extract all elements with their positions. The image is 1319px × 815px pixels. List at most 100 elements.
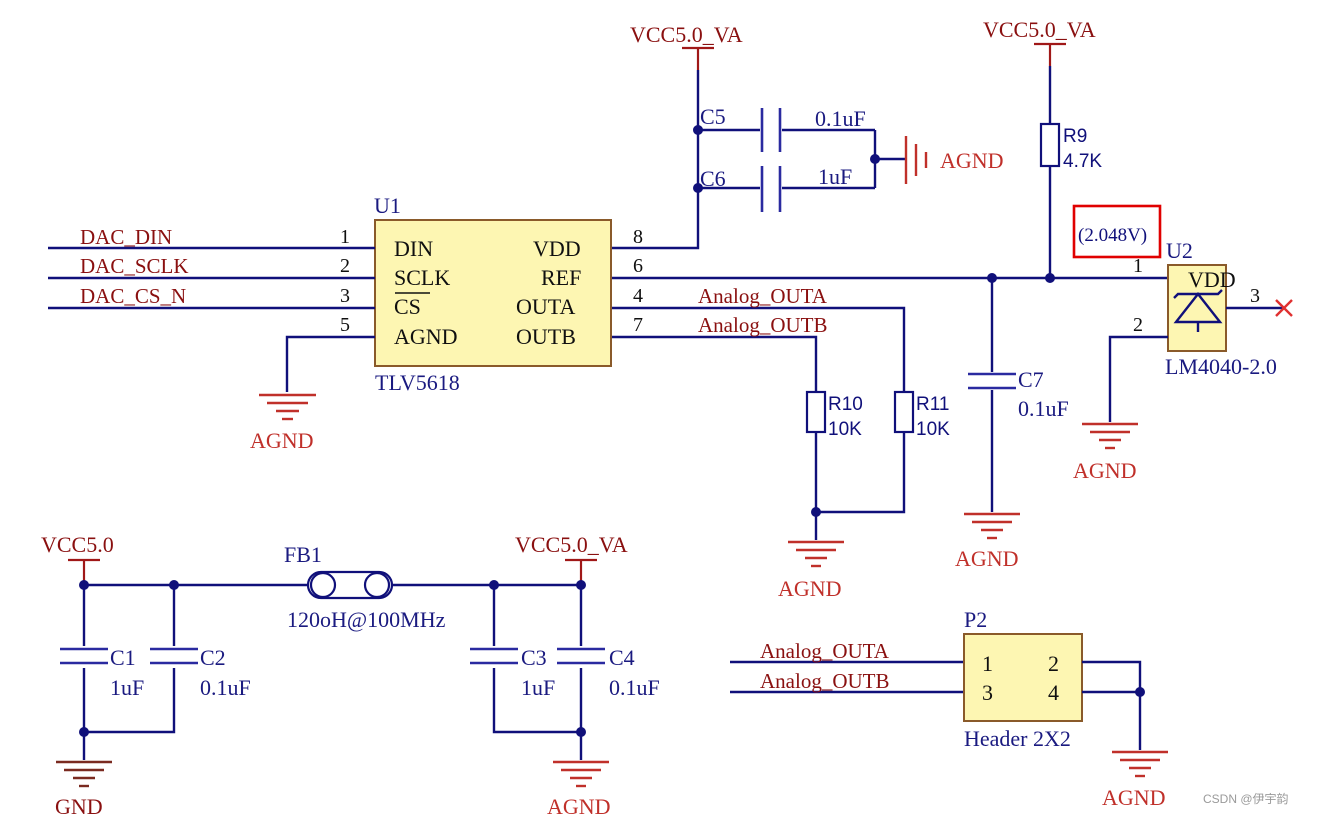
pin-num: 2 bbox=[340, 255, 350, 277]
net-label-analog-outb: Analog_OUTB bbox=[760, 669, 890, 693]
c1-ref: C1 bbox=[110, 645, 136, 670]
r10-ref: R10 bbox=[828, 394, 863, 415]
ferrite-bead-fb1: FB1 120oH@100MHz bbox=[284, 542, 446, 632]
ref-wire bbox=[612, 273, 1168, 283]
net-label-analog-outb: Analog_OUTB bbox=[698, 313, 828, 337]
c7-ref: C7 bbox=[1018, 367, 1044, 392]
c5-value: 0.1uF bbox=[815, 106, 866, 131]
pin-num: 3 bbox=[340, 285, 350, 307]
junction-dot bbox=[576, 580, 586, 590]
u2-pin-vdd: VDD bbox=[1188, 267, 1236, 292]
pin-name-din: DIN bbox=[394, 236, 433, 261]
net-label-agnd: AGND bbox=[1102, 785, 1166, 810]
net-label-gnd: GND bbox=[55, 794, 103, 815]
junction-dot bbox=[1135, 687, 1145, 697]
pin-name-agnd: AGND bbox=[394, 324, 458, 349]
pin-num: 6 bbox=[633, 255, 643, 277]
u1-ref: U1 bbox=[374, 193, 401, 218]
u2-voltage-label: (2.048V) bbox=[1078, 225, 1147, 246]
u2-part: LM4040-2.0 bbox=[1165, 354, 1277, 379]
c4-ref: C4 bbox=[609, 645, 635, 670]
resistor-r11: R11 10K bbox=[816, 390, 950, 514]
u1-part: TLV5618 bbox=[375, 370, 460, 395]
fb1-ref: FB1 bbox=[284, 542, 322, 567]
reference-voltage-annotation: (2.048V) bbox=[1072, 204, 1162, 259]
c2-ref: C2 bbox=[200, 645, 226, 670]
capacitor-c7: C7 0.1uF AGND bbox=[955, 278, 1069, 571]
r9-ref: R9 bbox=[1063, 126, 1087, 147]
capacitor-c2: C2 0.1uF bbox=[150, 645, 251, 700]
junction-dot bbox=[79, 727, 89, 737]
agnd-symbol-r10r11: AGND bbox=[778, 507, 844, 601]
pin-name-outb: OUTB bbox=[516, 324, 576, 349]
resistor-r9: R9 4.7K bbox=[1039, 66, 1102, 278]
u1-agnd-wire: AGND bbox=[250, 335, 375, 453]
pin-name-outa: OUTA bbox=[516, 294, 575, 319]
junction-dot bbox=[79, 580, 89, 590]
pin-num: 3 bbox=[982, 680, 993, 705]
capacitor-c3: C3 1uF bbox=[470, 645, 555, 700]
vcc5-va-symbol-r9: VCC5.0_VA bbox=[983, 17, 1096, 66]
pin-num: 1 bbox=[340, 226, 350, 248]
gnd-symbol: GND bbox=[55, 760, 112, 815]
vcc5-va-symbol-filter: VCC5.0_VA bbox=[515, 532, 628, 585]
vcc5-va-symbol-c5c6: VCC5.0_VA bbox=[630, 22, 743, 70]
capacitor-c1: C1 1uF bbox=[60, 645, 144, 700]
vdd-wires bbox=[612, 70, 906, 250]
r9-value: 4.7K bbox=[1063, 151, 1102, 172]
vcc5-symbol: VCC5.0 bbox=[41, 532, 114, 585]
net-label-vcc5-va: VCC5.0_VA bbox=[515, 532, 628, 557]
u2-ref: U2 bbox=[1166, 238, 1193, 263]
junction-dot bbox=[576, 727, 586, 737]
pin-name-sclk: SCLK bbox=[394, 265, 450, 290]
net-label-vcc5-va: VCC5.0_VA bbox=[630, 22, 743, 47]
resistor-r10: R10 10K bbox=[805, 390, 863, 512]
net-label-analog-outa: Analog_OUTA bbox=[760, 639, 890, 663]
fb1-value: 120oH@100MHz bbox=[287, 607, 446, 632]
pin-num: 7 bbox=[633, 314, 643, 336]
c4-value: 0.1uF bbox=[609, 675, 660, 700]
pin-num: 4 bbox=[633, 285, 643, 307]
net-label-dac-cs-n: DAC_CS_N bbox=[80, 284, 186, 308]
junction-dot bbox=[169, 580, 179, 590]
pin-num: 2 bbox=[1048, 651, 1059, 676]
r11-ref: R11 bbox=[916, 394, 949, 415]
u1-tlv5618: U1 TLV5618 DIN SCLK CS AGND VDD REF OUTA… bbox=[340, 193, 643, 395]
r10-value: 10K bbox=[828, 419, 862, 440]
watermark: CSDN @伊宇韵 bbox=[1203, 791, 1289, 806]
net-label-agnd: AGND bbox=[250, 428, 314, 453]
c7-value: 0.1uF bbox=[1018, 396, 1069, 421]
c1-value: 1uF bbox=[110, 675, 144, 700]
net-label-agnd: AGND bbox=[1073, 458, 1137, 483]
pin-num: 8 bbox=[633, 226, 643, 248]
net-label-agnd: AGND bbox=[547, 794, 611, 815]
p2-part: Header 2X2 bbox=[964, 726, 1071, 751]
capacitor-c5: C5 0.1uF bbox=[700, 104, 866, 152]
pin-num: 1 bbox=[982, 651, 993, 676]
c6-ref: C6 bbox=[700, 166, 726, 191]
capacitor-c4: C4 0.1uF bbox=[557, 645, 660, 700]
r11-value: 10K bbox=[916, 419, 950, 440]
pin-name-vdd: VDD bbox=[533, 236, 581, 261]
pin-name-cs: CS bbox=[394, 294, 421, 319]
c6-value: 1uF bbox=[818, 164, 852, 189]
highlight-box bbox=[1072, 204, 1162, 259]
net-label-dac-sclk: DAC_SCLK bbox=[80, 254, 189, 278]
net-label-agnd: AGND bbox=[778, 576, 842, 601]
agnd-symbol-c5c6: AGND bbox=[904, 136, 1004, 184]
net-label-dac-din: DAC_DIN bbox=[80, 225, 172, 249]
junction-dot bbox=[693, 125, 703, 135]
junction-dot bbox=[870, 154, 880, 164]
dac-input-wires: DAC_DIN DAC_SCLK DAC_CS_N bbox=[48, 225, 375, 310]
c3-value: 1uF bbox=[521, 675, 555, 700]
p2-ref: P2 bbox=[964, 607, 987, 632]
u2-lm4040: U2 VDD LM4040-2.0 1 2 3 AGND bbox=[1073, 238, 1293, 483]
junction-dot bbox=[693, 183, 703, 193]
pin-num: 5 bbox=[340, 314, 350, 336]
net-label-vcc5: VCC5.0 bbox=[41, 532, 114, 557]
net-label-agnd: AGND bbox=[940, 148, 1004, 173]
c2-value: 0.1uF bbox=[200, 675, 251, 700]
c5-ref: C5 bbox=[700, 104, 726, 129]
pin-num: 4 bbox=[1048, 680, 1059, 705]
